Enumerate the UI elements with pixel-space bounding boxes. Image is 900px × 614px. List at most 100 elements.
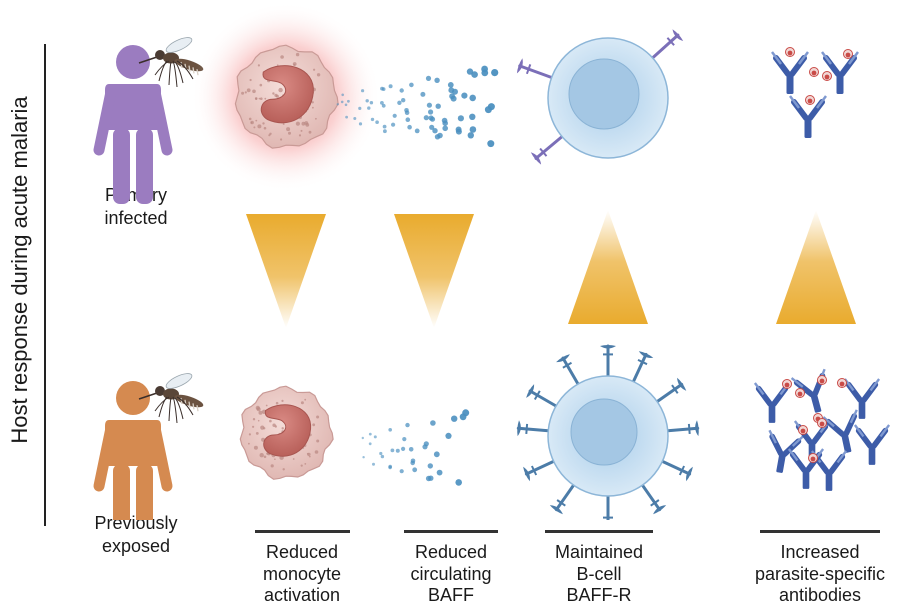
baff-molecule bbox=[404, 108, 409, 113]
baff-r-receptor bbox=[516, 58, 554, 79]
antibody-light-chain bbox=[821, 51, 832, 65]
receptor-stalk bbox=[660, 459, 692, 476]
baff-molecule bbox=[469, 113, 476, 121]
baff-molecule bbox=[365, 99, 369, 103]
parasite-antigen-marker bbox=[805, 95, 815, 105]
mosquito-leg bbox=[172, 396, 178, 424]
parasite-antigen-marker bbox=[808, 453, 818, 463]
monocyte-granule bbox=[292, 458, 295, 460]
receptor-stalk bbox=[534, 135, 564, 160]
baff-r-receptor bbox=[600, 344, 616, 378]
monocyte-granule bbox=[257, 64, 260, 67]
parasite-specific-antibody bbox=[822, 409, 858, 453]
person-arm bbox=[93, 422, 117, 492]
antibody-stem bbox=[858, 398, 866, 419]
person-torso bbox=[105, 420, 161, 466]
baff-molecule bbox=[430, 420, 436, 426]
baff-molecule bbox=[382, 124, 387, 129]
column-label-line: antibodies bbox=[778, 585, 862, 606]
receptor-crossbar bbox=[678, 465, 686, 476]
monocyte-granule bbox=[270, 464, 274, 468]
monocyte-granule bbox=[300, 464, 303, 467]
monocyte-activated bbox=[191, 2, 381, 192]
receptor-head bbox=[695, 420, 699, 437]
parasite-core bbox=[800, 428, 806, 434]
baff-molecule bbox=[409, 82, 414, 88]
receptor-stalk bbox=[561, 356, 580, 386]
antibody-light-chain bbox=[789, 95, 800, 109]
monocyte-granule bbox=[252, 425, 255, 428]
antibody-light-chain bbox=[787, 448, 799, 462]
parasite-specific-antibody bbox=[771, 51, 809, 94]
antibody-stem bbox=[868, 444, 876, 465]
baff-r-receptor bbox=[549, 483, 576, 515]
monocyte-granule bbox=[262, 122, 265, 125]
monocyte-granule bbox=[257, 124, 262, 129]
parasite-core bbox=[845, 52, 851, 58]
receptor-head bbox=[517, 420, 521, 437]
baff-molecule bbox=[367, 106, 371, 110]
mosquito-proboscis bbox=[138, 56, 158, 64]
antibody-stem bbox=[786, 72, 794, 94]
mosquito-leg bbox=[168, 397, 172, 422]
monocyte-granule bbox=[266, 452, 269, 455]
receptor-crossbar bbox=[530, 465, 538, 476]
baff-molecule bbox=[391, 122, 396, 127]
previously-exposed-person bbox=[93, 381, 173, 520]
group-label-line: infected bbox=[104, 207, 168, 228]
parasite-core bbox=[787, 50, 793, 56]
monocyte-granule bbox=[298, 134, 302, 137]
monocyte-granule bbox=[300, 129, 303, 132]
monocyte-granule bbox=[244, 91, 247, 94]
baff-molecule bbox=[469, 94, 477, 102]
monocyte-granule bbox=[301, 121, 306, 126]
monocyte-granule bbox=[281, 399, 284, 402]
column-underline bbox=[404, 530, 498, 533]
baff-molecule bbox=[491, 69, 499, 77]
receptor-head bbox=[677, 377, 687, 391]
parasite-specific-antibody bbox=[753, 382, 791, 423]
monocyte-granule bbox=[263, 427, 266, 430]
baff-molecule bbox=[427, 463, 433, 469]
receptor-crossbar bbox=[556, 499, 566, 507]
receptor-crossbar bbox=[687, 423, 691, 434]
monocyte-granule bbox=[308, 455, 311, 458]
baff-molecule bbox=[373, 435, 377, 439]
column-label-line: parasite-specific bbox=[754, 563, 886, 584]
monocyte-granule bbox=[265, 404, 268, 407]
person-arm bbox=[149, 422, 173, 492]
baff-molecule bbox=[368, 432, 372, 436]
baff-molecule bbox=[410, 458, 416, 464]
monocyte-granule bbox=[316, 415, 320, 419]
antibody-light-chain bbox=[848, 51, 859, 65]
trend-arrow-down bbox=[246, 214, 326, 328]
monocyte-granule bbox=[269, 419, 272, 423]
person-leg bbox=[113, 464, 130, 520]
baff-r-receptor bbox=[631, 351, 654, 384]
baff-molecule bbox=[455, 128, 462, 135]
column-label-line: Reduced bbox=[265, 542, 339, 562]
receptor-stalk bbox=[528, 389, 558, 408]
monocyte-granule bbox=[280, 55, 284, 59]
receptor-head bbox=[516, 58, 523, 74]
antibody-stem bbox=[825, 470, 833, 491]
monocyte-granule bbox=[304, 463, 307, 465]
parasite-antigen-marker bbox=[798, 425, 808, 435]
baff-molecule bbox=[401, 446, 406, 451]
baff-molecule bbox=[388, 428, 393, 432]
baff-molecule bbox=[445, 432, 452, 439]
parasite-core bbox=[819, 378, 825, 384]
baff-molecule bbox=[447, 82, 454, 88]
baff-molecule bbox=[429, 124, 435, 130]
monocyte-granule bbox=[300, 401, 304, 405]
baff-molecule bbox=[412, 467, 418, 473]
diagram-art bbox=[93, 2, 891, 520]
baff-molecule bbox=[388, 84, 393, 89]
antibody-stem bbox=[804, 116, 812, 138]
monocyte-granule bbox=[311, 101, 314, 104]
monocyte-reduced bbox=[239, 385, 334, 480]
monocyte-granule bbox=[272, 92, 275, 95]
monocyte-granule bbox=[246, 88, 251, 93]
baff-molecule bbox=[361, 436, 364, 440]
